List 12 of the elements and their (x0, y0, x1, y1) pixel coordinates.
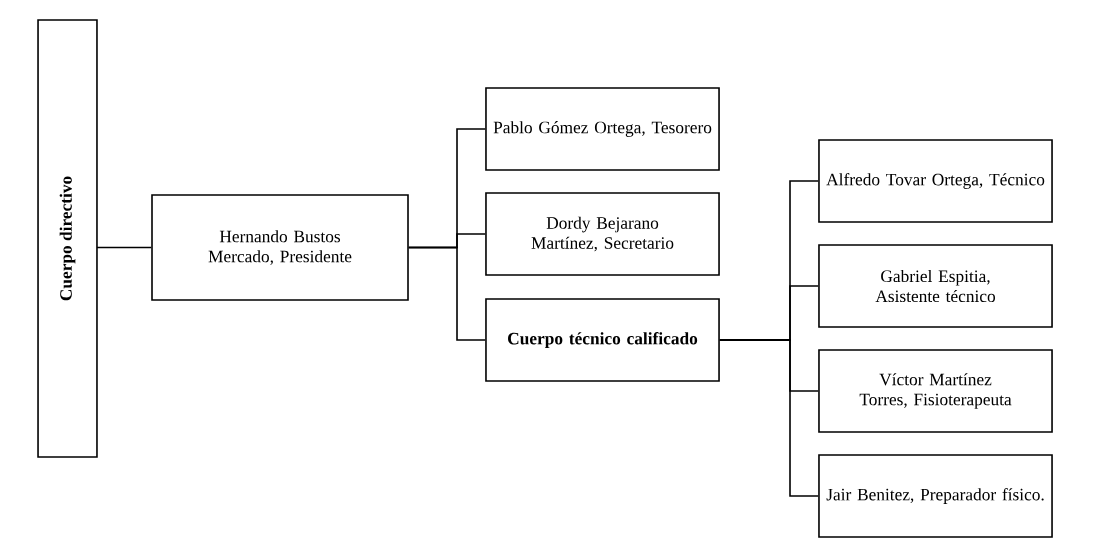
org-box: Víctor Martínez Torres, Fisioterapeuta (818, 349, 1053, 433)
connector-line (96, 246, 152, 249)
org-box: Pablo Gómez Ortega, Tesorero (485, 87, 720, 171)
org-box: Dordy Bejarano Martínez, Secretario (485, 192, 720, 276)
org-box: Cuerpo técnico calificado (485, 298, 720, 382)
connector-line (719, 339, 819, 497)
rotated-title-box: Cuerpo directivo (37, 19, 98, 458)
org-box: Gabriel Espitia, Asistente técnico (818, 244, 1053, 328)
connector-line (408, 246, 486, 341)
org-box: Alfredo Tovar Ortega, Técnico (818, 139, 1053, 223)
org-box: Jair Benitez, Preparador físico. (818, 454, 1053, 538)
org-box: Hernando Bustos Mercado, Presidente (151, 194, 409, 301)
